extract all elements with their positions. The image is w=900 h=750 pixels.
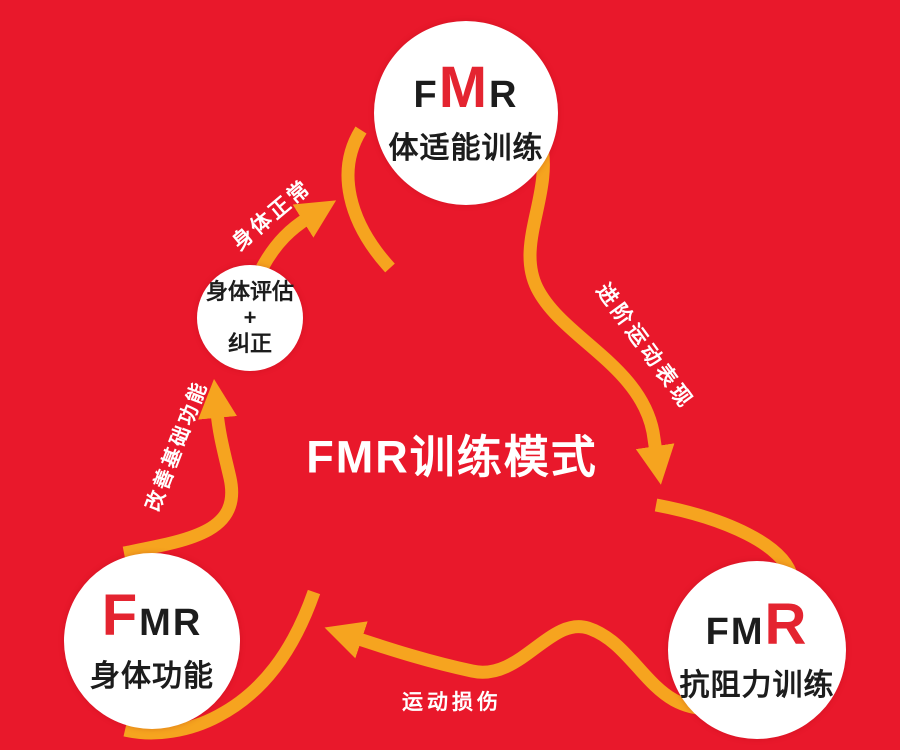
- fmr-letter-m: M: [139, 602, 173, 644]
- node-fitness-label: 体适能训练: [388, 132, 544, 165]
- fmr-letter-m: M: [730, 611, 765, 653]
- fmr-letter-f: F: [413, 74, 439, 116]
- arc-bodyfunction-wrap: [123, 589, 321, 740]
- arrow-fitness-to-resistance: [523, 140, 675, 485]
- assessment-line2: 纠正: [227, 330, 272, 356]
- node-assessment-circle: 身体评估 + 纠正: [197, 265, 303, 371]
- fmr-letter-r-accent: R: [764, 592, 809, 657]
- fmr-letter-m-accent: M: [438, 55, 490, 120]
- assessment-plus: +: [243, 305, 257, 331]
- edge-label-sports-injury: 运动损伤: [402, 691, 502, 714]
- arrow-assessment-to-fitness: [256, 200, 337, 272]
- node-bodyfunction-label: 身体功能: [90, 660, 214, 693]
- fmr-letter-r: R: [489, 74, 519, 116]
- arrow-bodyfunction-to-assessment: [122, 378, 239, 560]
- diagram-title: FMR训练模式: [306, 431, 598, 483]
- fmr-letter-r: R: [172, 602, 203, 644]
- fmr-letter-f: F: [705, 611, 731, 653]
- arc-top-left-tail: [341, 126, 395, 273]
- node-resistance-label: 抗阻力训练: [679, 669, 835, 702]
- assessment-line1: 身体评估: [205, 279, 294, 305]
- fmr-letter-f-accent: F: [101, 583, 140, 648]
